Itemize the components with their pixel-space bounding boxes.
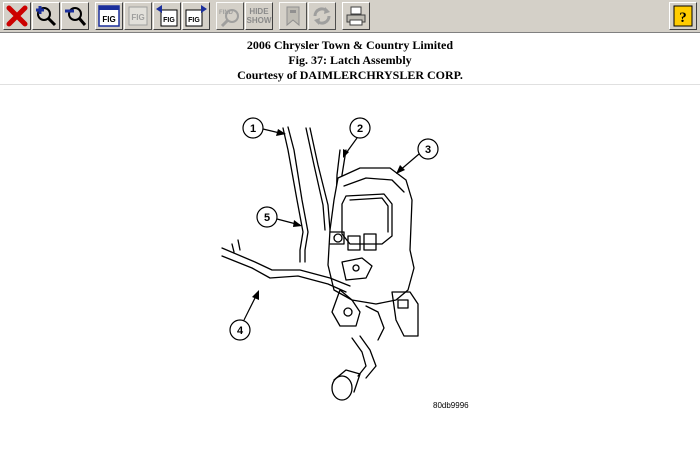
zoom-out-icon (65, 7, 87, 26)
connector-left (347, 235, 361, 251)
callout-3-number: 3 (425, 144, 431, 156)
figure-index-icon: FIG (98, 5, 120, 27)
help-icon: ? (673, 5, 693, 27)
fig-index-label: FIG (102, 15, 115, 24)
rod-clip (329, 231, 345, 245)
close-x-icon (6, 5, 28, 27)
refresh-icon (313, 7, 331, 25)
callout-4-arrow (252, 290, 259, 300)
fig-next-button[interactable]: FIG (182, 2, 210, 30)
rod-1-left (282, 127, 304, 263)
actuator-inner-edge (349, 197, 389, 233)
callout-5-number: 5 (264, 212, 270, 224)
rod-5-left (305, 127, 326, 231)
fig-index-button[interactable]: FIG (95, 2, 123, 30)
latch-assembly-diagram: 1 2 3 4 5 80db9996 (221, 117, 469, 410)
fig-prev-label: FIG (163, 17, 175, 24)
cable-end-sleeve (333, 369, 361, 393)
actuator-body (341, 193, 393, 245)
housing-top-edge (343, 177, 405, 193)
latch-arm (365, 305, 385, 341)
lower-cable-inner (351, 337, 367, 377)
find-icon: FIND (219, 9, 239, 28)
callout-2-arrow (343, 149, 349, 158)
lower-pivot (343, 307, 353, 317)
print-button[interactable] (342, 2, 370, 30)
zoom-in-icon (36, 6, 57, 27)
figure-header: 2006 Chrysler Town & Country Limited Fig… (0, 38, 700, 83)
printer-icon (346, 6, 366, 26)
latch-housing (327, 167, 415, 305)
callout-5-circle (256, 206, 278, 228)
help-button[interactable]: ? (669, 2, 697, 30)
figure-prev-icon: FIG (156, 5, 178, 27)
callout-3-circle (417, 138, 439, 160)
callout-3-arrow (396, 165, 405, 174)
fig-disabled-label: FIG (131, 13, 144, 22)
clip-pin (333, 233, 343, 243)
linkage-pin (352, 264, 360, 272)
hide-show-button[interactable]: HIDE SHOW (245, 2, 273, 30)
connector-right (363, 233, 377, 251)
refresh-button[interactable] (308, 2, 336, 30)
hide-show-icon: HIDE SHOW (247, 7, 272, 25)
figure-icon: FIG (128, 6, 148, 26)
rod-5-right (309, 127, 331, 231)
fig-disabled-button[interactable]: FIG (124, 2, 152, 30)
rod-4-bottom (221, 255, 347, 293)
figure-title: Fig. 37: Latch Assembly (288, 53, 412, 67)
zoom-out-button[interactable] (61, 2, 89, 30)
vehicle-title: 2006 Chrysler Town & Country Limited (246, 38, 454, 52)
fig-next-label: FIG (188, 17, 200, 24)
bookmark-button[interactable] (279, 2, 307, 30)
close-button[interactable] (3, 2, 31, 30)
rod-4-top (221, 247, 351, 287)
figure-next-icon: FIG (185, 5, 207, 27)
toolbar: FIG FIG FIG FIG FIND HIDE (0, 0, 700, 33)
bracket-slot (397, 299, 409, 309)
zoom-in-button[interactable] (32, 2, 60, 30)
header-divider (0, 84, 700, 85)
show-label: SHOW (246, 16, 272, 25)
callout-4-number: 4 (237, 325, 244, 337)
lower-cable-outer (359, 335, 377, 379)
callout-1-number: 1 (250, 123, 256, 135)
callout-2-number: 2 (357, 123, 363, 135)
callout-2-circle (349, 117, 371, 139)
rod-1-right (287, 126, 309, 263)
callout-5-arrow (293, 220, 302, 227)
cable-end-cap (331, 375, 353, 401)
courtesy-line: Courtesy of DAIMLERCHRYSLER CORP. (237, 68, 463, 82)
figure-code: 80db9996 (433, 401, 469, 410)
lower-lever (331, 289, 361, 327)
rod-4-end (231, 239, 241, 253)
fig-prev-button[interactable]: FIG (153, 2, 181, 30)
mounting-bracket (391, 291, 419, 337)
callout-1-circle (242, 117, 264, 139)
find-button[interactable]: FIND (216, 2, 244, 30)
help-label: ? (679, 10, 687, 26)
hide-label: HIDE (249, 7, 269, 16)
bookmark-icon (286, 6, 300, 27)
linkage-plate (341, 257, 373, 281)
callout-1-arrow (276, 129, 286, 136)
callout-4-circle (229, 319, 251, 341)
